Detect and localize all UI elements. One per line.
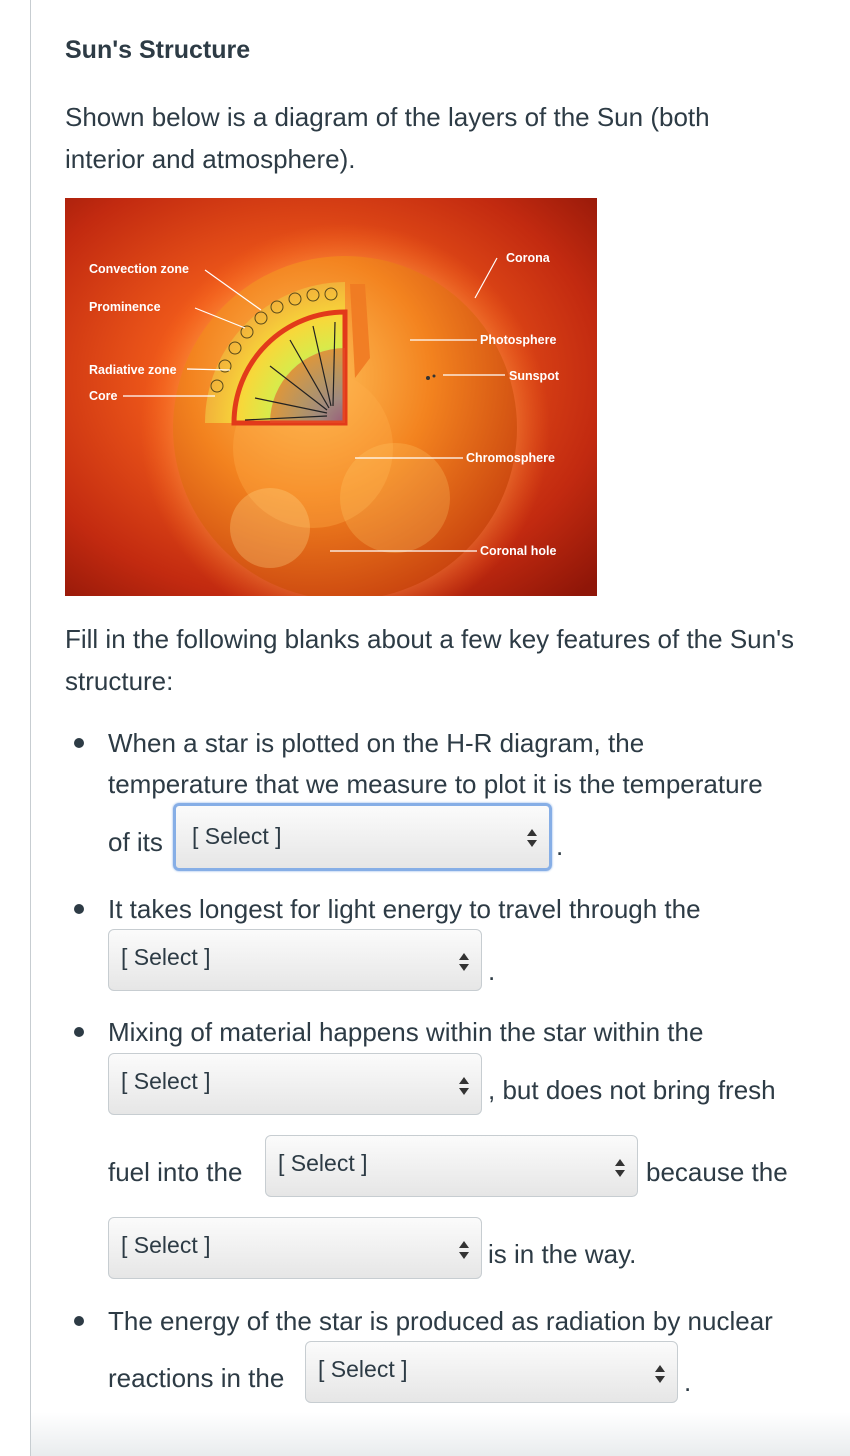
- q3-select-3-value: [ Select ]: [121, 1232, 211, 1258]
- q3-pre2: fuel into the: [108, 1157, 243, 1187]
- content-left-border: [30, 0, 31, 1456]
- select-arrows-icon: [527, 829, 537, 847]
- q1-select-value: [ Select ]: [192, 823, 282, 849]
- select-arrows-icon: [655, 1365, 665, 1383]
- q4-pre: reactions in the: [108, 1363, 285, 1393]
- q2-select[interactable]: [ Select ]: [108, 929, 482, 991]
- q3-select-2[interactable]: [ Select ]: [265, 1135, 638, 1197]
- q2-post: .: [488, 956, 496, 986]
- q3-post3: is in the way.: [488, 1239, 637, 1269]
- q3-select-1-value: [ Select ]: [121, 1068, 211, 1094]
- q4-line1: The energy of the star is produced as ra…: [108, 1306, 773, 1336]
- label-coronal-hole: Coronal hole: [480, 544, 556, 558]
- label-sunspot: Sunspot: [509, 369, 560, 383]
- q4-post: .: [684, 1367, 692, 1397]
- label-photosphere: Photosphere: [480, 333, 556, 347]
- bullet: [74, 904, 84, 914]
- select-arrows-icon: [615, 1159, 625, 1177]
- select-arrows-icon: [459, 1077, 469, 1095]
- question-title: Sun's Structure: [65, 36, 251, 64]
- q3-select-2-value: [ Select ]: [278, 1150, 368, 1176]
- label-core: Core: [89, 389, 118, 403]
- q4-select-value: [ Select ]: [318, 1356, 408, 1382]
- label-convection-zone: Convection zone: [89, 262, 189, 276]
- q1-line1: When a star is plotted on the H-R diagra…: [108, 728, 645, 758]
- label-chromosphere: Chromosphere: [466, 451, 555, 465]
- page-bottom-shade: [31, 1412, 850, 1456]
- bullet: [74, 1316, 84, 1326]
- sun-structure-diagram: Convection zone Prominence Radiative zon…: [65, 198, 597, 596]
- q1-line2: temperature that we measure to plot it i…: [108, 769, 763, 799]
- select-arrows-icon: [459, 953, 469, 971]
- fill-instructions: Fill in the following blanks about a few…: [65, 624, 795, 696]
- q1-select[interactable]: [ Select ]: [173, 803, 552, 871]
- q3-post2: because the: [646, 1157, 788, 1187]
- q3-line1: Mixing of material happens within the st…: [108, 1017, 704, 1047]
- q2-line1: It takes longest for light energy to tra…: [108, 894, 701, 924]
- q3-select-3[interactable]: [ Select ]: [108, 1217, 482, 1279]
- q1-post: .: [556, 831, 564, 861]
- label-corona: Corona: [506, 251, 551, 265]
- q2-select-value: [ Select ]: [121, 944, 211, 970]
- intro-text: Shown below is a diagram of the layers o…: [65, 102, 710, 174]
- label-radiative-zone: Radiative zone: [89, 363, 177, 377]
- q1-pre: of its: [108, 827, 163, 857]
- q3-post1: , but does not bring fresh: [488, 1075, 776, 1105]
- label-prominence: Prominence: [89, 300, 161, 314]
- q3-select-1[interactable]: [ Select ]: [108, 1053, 482, 1115]
- bullet: [74, 1027, 84, 1037]
- q4-select[interactable]: [ Select ]: [305, 1341, 678, 1403]
- select-arrows-icon: [459, 1241, 469, 1259]
- bullet: [74, 738, 84, 748]
